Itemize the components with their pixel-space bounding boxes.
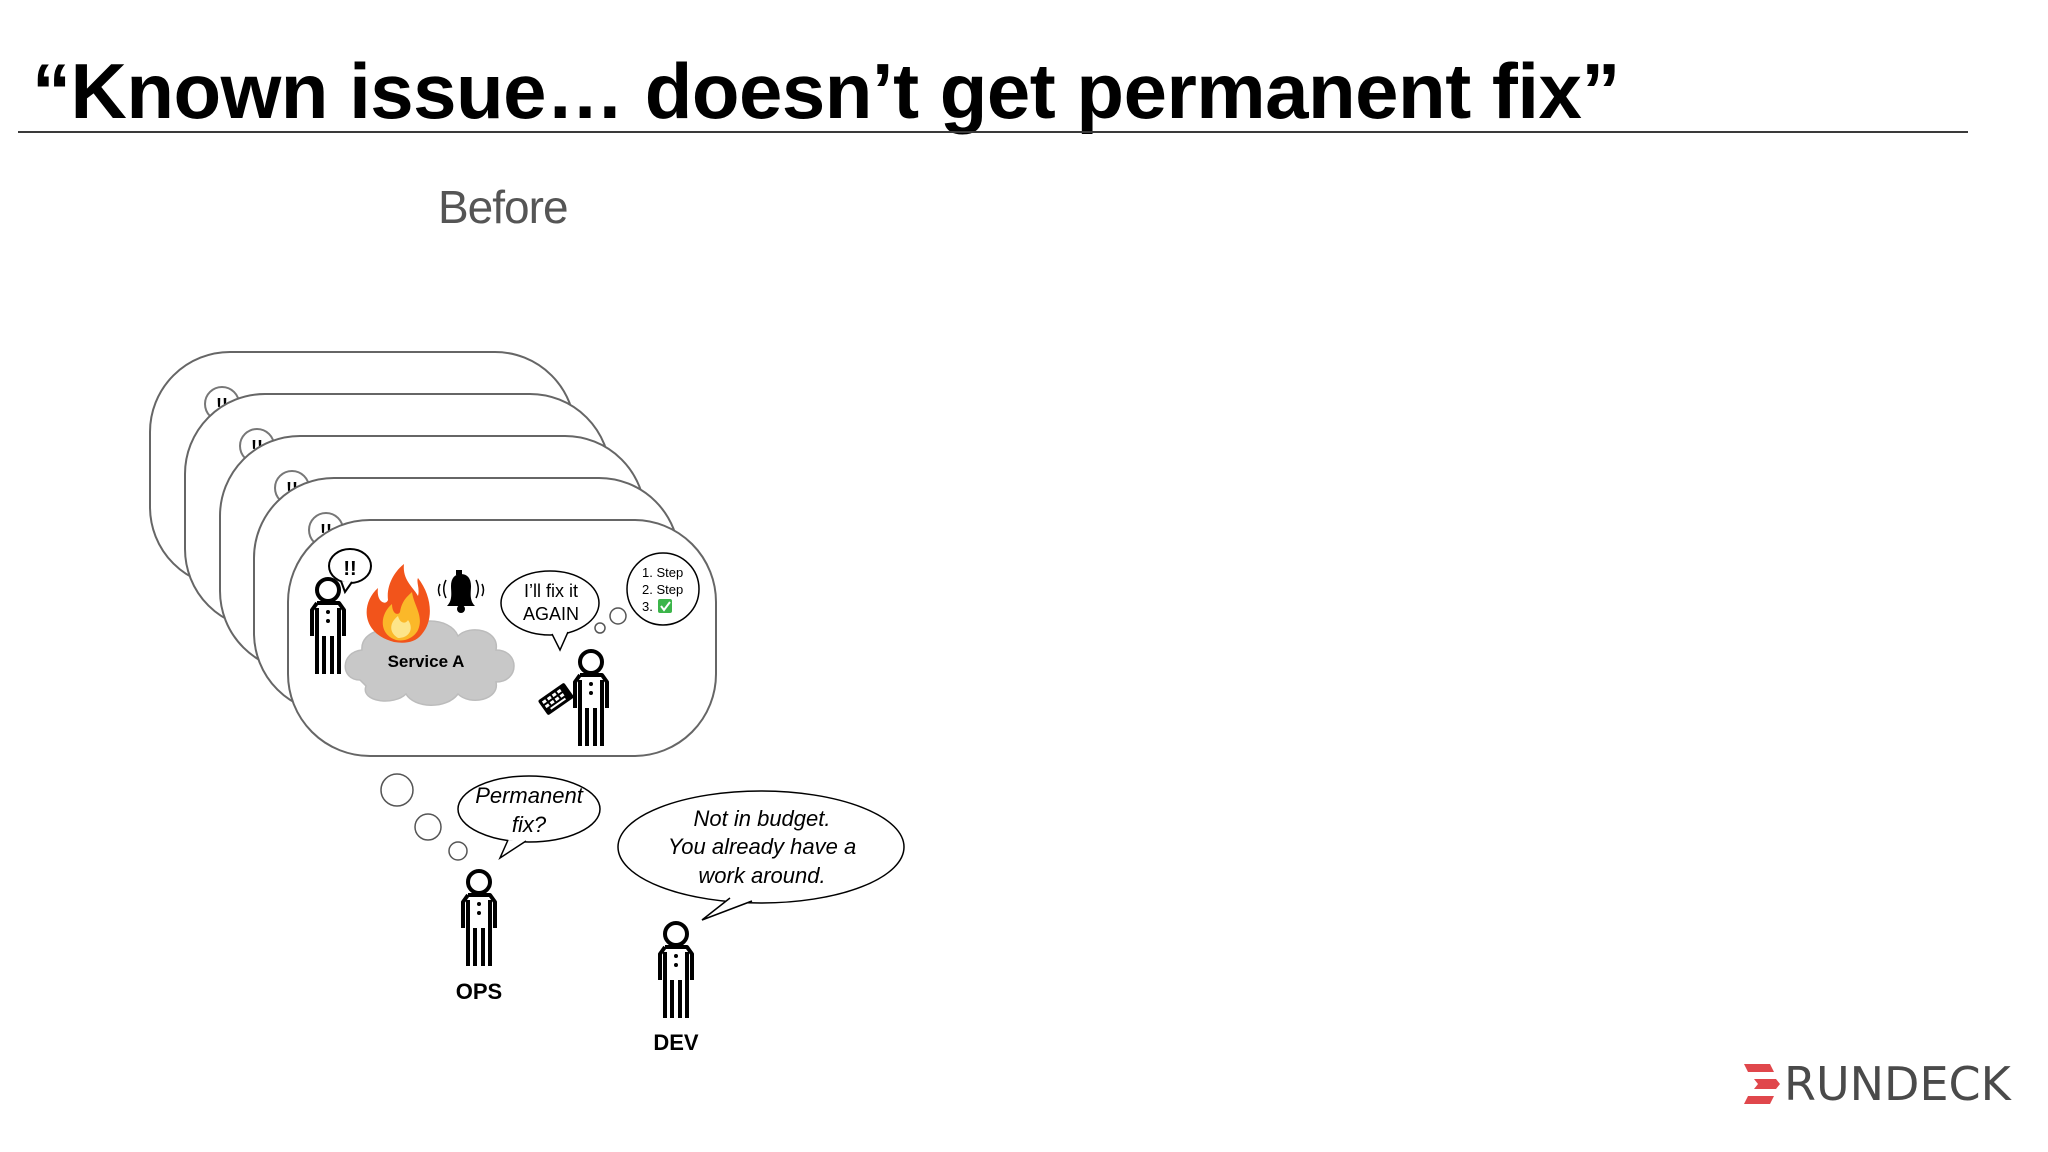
dev-speech-bubble: Not in budget. You already have a work a… <box>617 790 905 921</box>
keyboard-icon <box>538 683 574 715</box>
runbook-thought-bubble: 1. Step 2. Step 3. <box>594 552 700 634</box>
ops-speech-bubble: I’ll fix it AGAIN <box>500 570 600 652</box>
svg-text:3.: 3. <box>642 599 653 614</box>
fire-icon <box>366 564 430 643</box>
rundeck-logo-text: RUNDECK <box>1784 1057 2011 1111</box>
ops-label: OPS <box>456 979 502 1004</box>
svg-text:1. Step: 1. Step <box>642 565 683 580</box>
slide-subtitle: Before <box>438 181 569 233</box>
permanent-fix-bubble: Permanent fix? <box>457 775 601 861</box>
svg-text:work around.: work around. <box>698 863 825 888</box>
svg-text:!!: !! <box>343 558 356 580</box>
svg-text:Service A: Service A <box>388 652 465 671</box>
dev-reply: Not in budget. You already have a work a… <box>617 790 905 1055</box>
bell-icon <box>437 570 485 613</box>
ops-thought: Permanent fix? OPS <box>380 773 601 1004</box>
svg-text:AGAIN: AGAIN <box>523 604 579 624</box>
incident-card-front: !! Service A I’ll fix it AGAIN <box>287 519 717 757</box>
svg-text:Not in budget.: Not in budget. <box>694 806 831 831</box>
slide-title: “Known issue… doesn’t get permanent fix” <box>32 47 1620 135</box>
person-icon <box>461 869 497 968</box>
rundeck-logo: RUNDECK <box>1742 1058 2011 1110</box>
dev-label: DEV <box>653 1030 699 1055</box>
svg-text:Permanent: Permanent <box>475 783 584 808</box>
checkmark-icon <box>658 599 672 613</box>
person-icon <box>658 921 694 1020</box>
alert-bubble: !! <box>328 548 372 595</box>
svg-text:You already have a: You already have a <box>668 834 856 859</box>
svg-text:fix?: fix? <box>512 812 547 837</box>
rundeck-logo-mark <box>1744 1064 1780 1104</box>
service-cloud: Service A <box>344 620 515 706</box>
title-divider <box>18 131 1968 133</box>
svg-text:2. Step: 2. Step <box>642 582 683 597</box>
svg-text:I’ll fix it: I’ll fix it <box>524 581 578 601</box>
